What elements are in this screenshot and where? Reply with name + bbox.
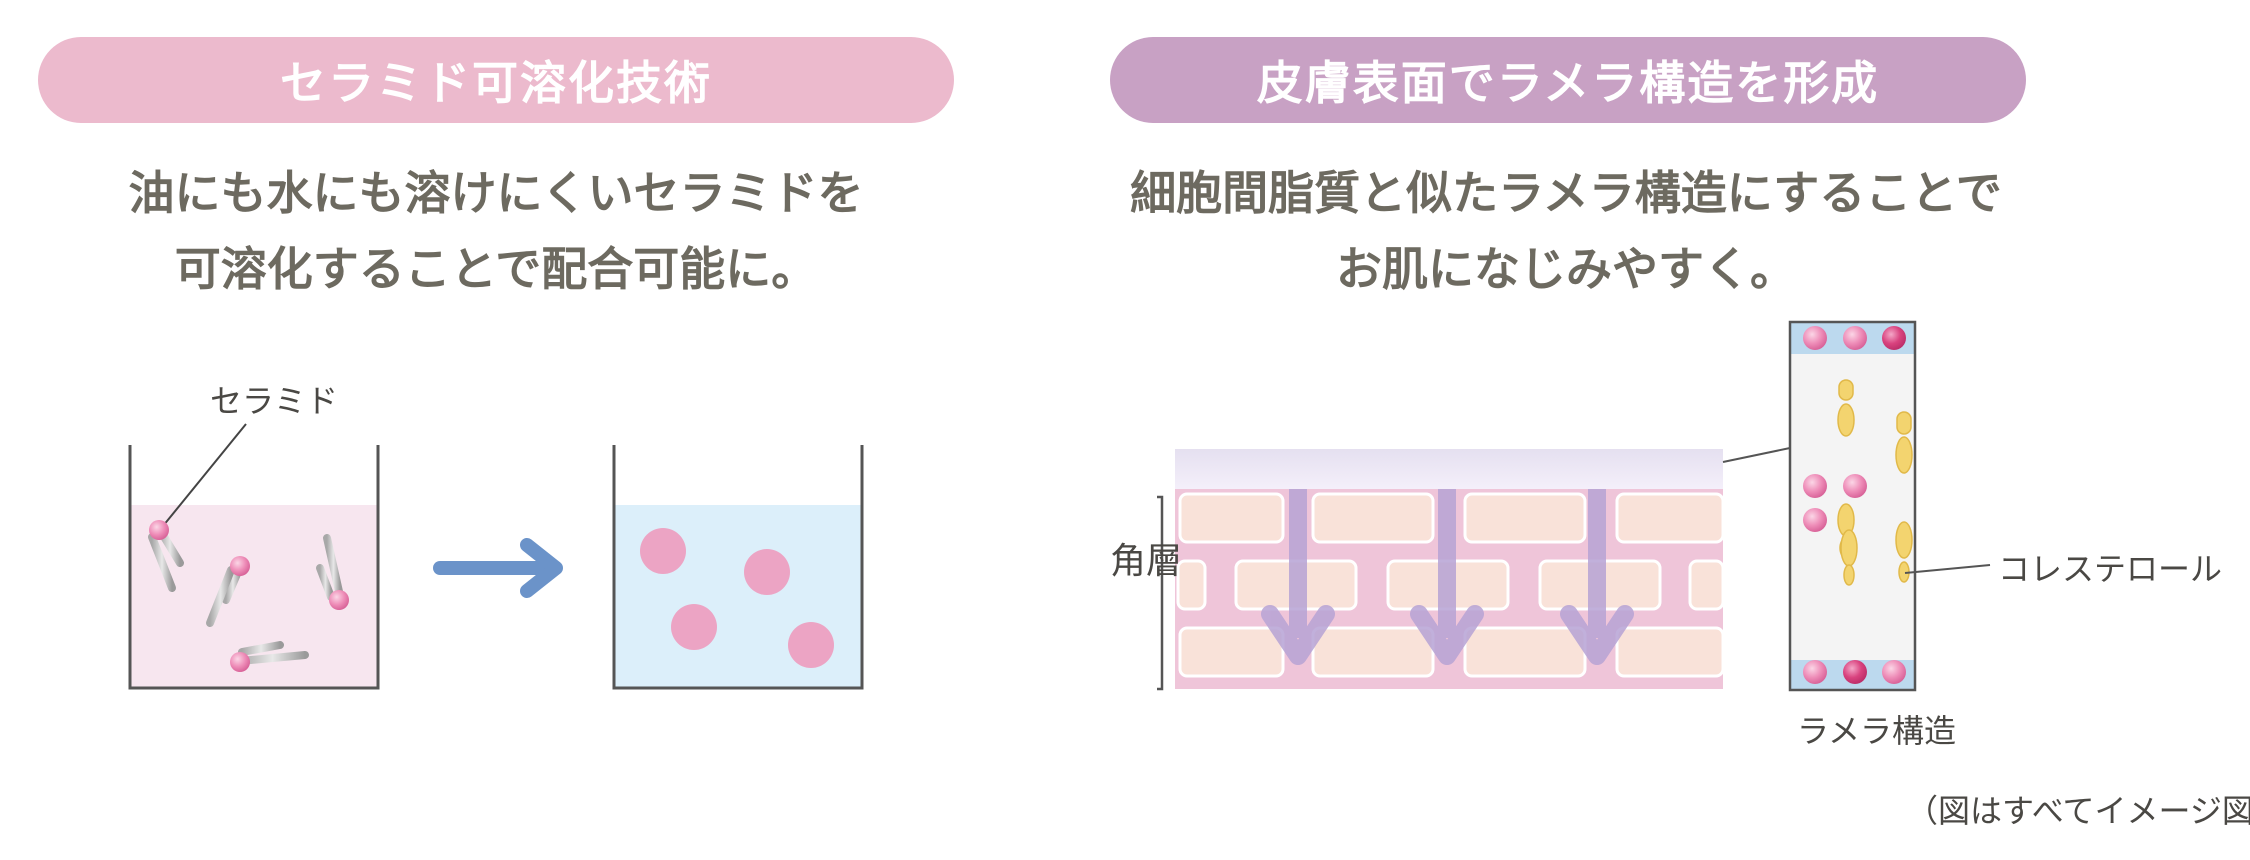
permeation-arrow [1261,489,1335,665]
solubilized-particle [744,549,790,595]
ceramide-molecule [206,556,250,627]
stratum-bracket [1157,495,1164,691]
lipid-surface-film [1175,449,1723,489]
ceramide-label-leader-line [162,423,247,527]
beaker-after-outline [612,445,864,690]
transform-arrow [433,538,563,598]
permeation-arrow [1410,489,1484,665]
stratum-corneum-diagram [1175,449,1725,689]
lamella-structure-zoom [1788,320,1991,692]
ceramide-label: セラミド [210,382,339,420]
ceramide-molecule [148,520,184,592]
left-description: 油にも水にも溶けにくいセラミドを 可溶化することで配合可能に。 [0,155,996,307]
beaker-after [612,445,864,690]
lamella-structure-label: ラメラ構造 [1797,712,1957,750]
cholesterol-leader-line [1904,564,1991,574]
ceramide-molecule [230,641,309,672]
right-description-line1: 細胞間脂質と似たラメラ構造にすることで [1130,166,2002,220]
right-description: 細胞間脂質と似たラメラ構造にすることで お肌になじみやすく。 [1066,155,2066,307]
cholesterol-label: コレステロール [1998,550,2223,588]
right-description-line2: お肌になじみやすく。 [1336,242,1796,296]
permeation-arrow [1560,489,1634,665]
beaker-before-outline [128,445,380,690]
heading-right-text: 皮膚表面でラメラ構造を形成 [1256,56,1880,110]
solubilized-particle [640,528,686,574]
solubilized-particle [671,604,717,650]
left-description-line1: 油にも水にも溶けにくいセラミドを [128,166,864,220]
solubilized-particle [788,622,834,668]
cholesterol-molecule [1840,529,1858,586]
image-note: （図はすべてイメージ図） [1906,792,2250,830]
heading-left-text: セラミド可溶化技術 [280,56,712,110]
cholesterol-molecule [1895,411,1913,474]
cholesterol-molecule [1866,432,1882,468]
stratum-corneum-label: 角層 [1110,541,1183,582]
zoom-connector-line [1722,447,1791,463]
ceramide-solubilization-heading: セラミド可溶化技術 [38,37,954,123]
ceramide-molecule [316,534,349,610]
lamella-structure-heading: 皮膚表面でラメラ構造を形成 [1110,37,2026,123]
left-description-line2: 可溶化することで配合可能に。 [174,242,818,296]
